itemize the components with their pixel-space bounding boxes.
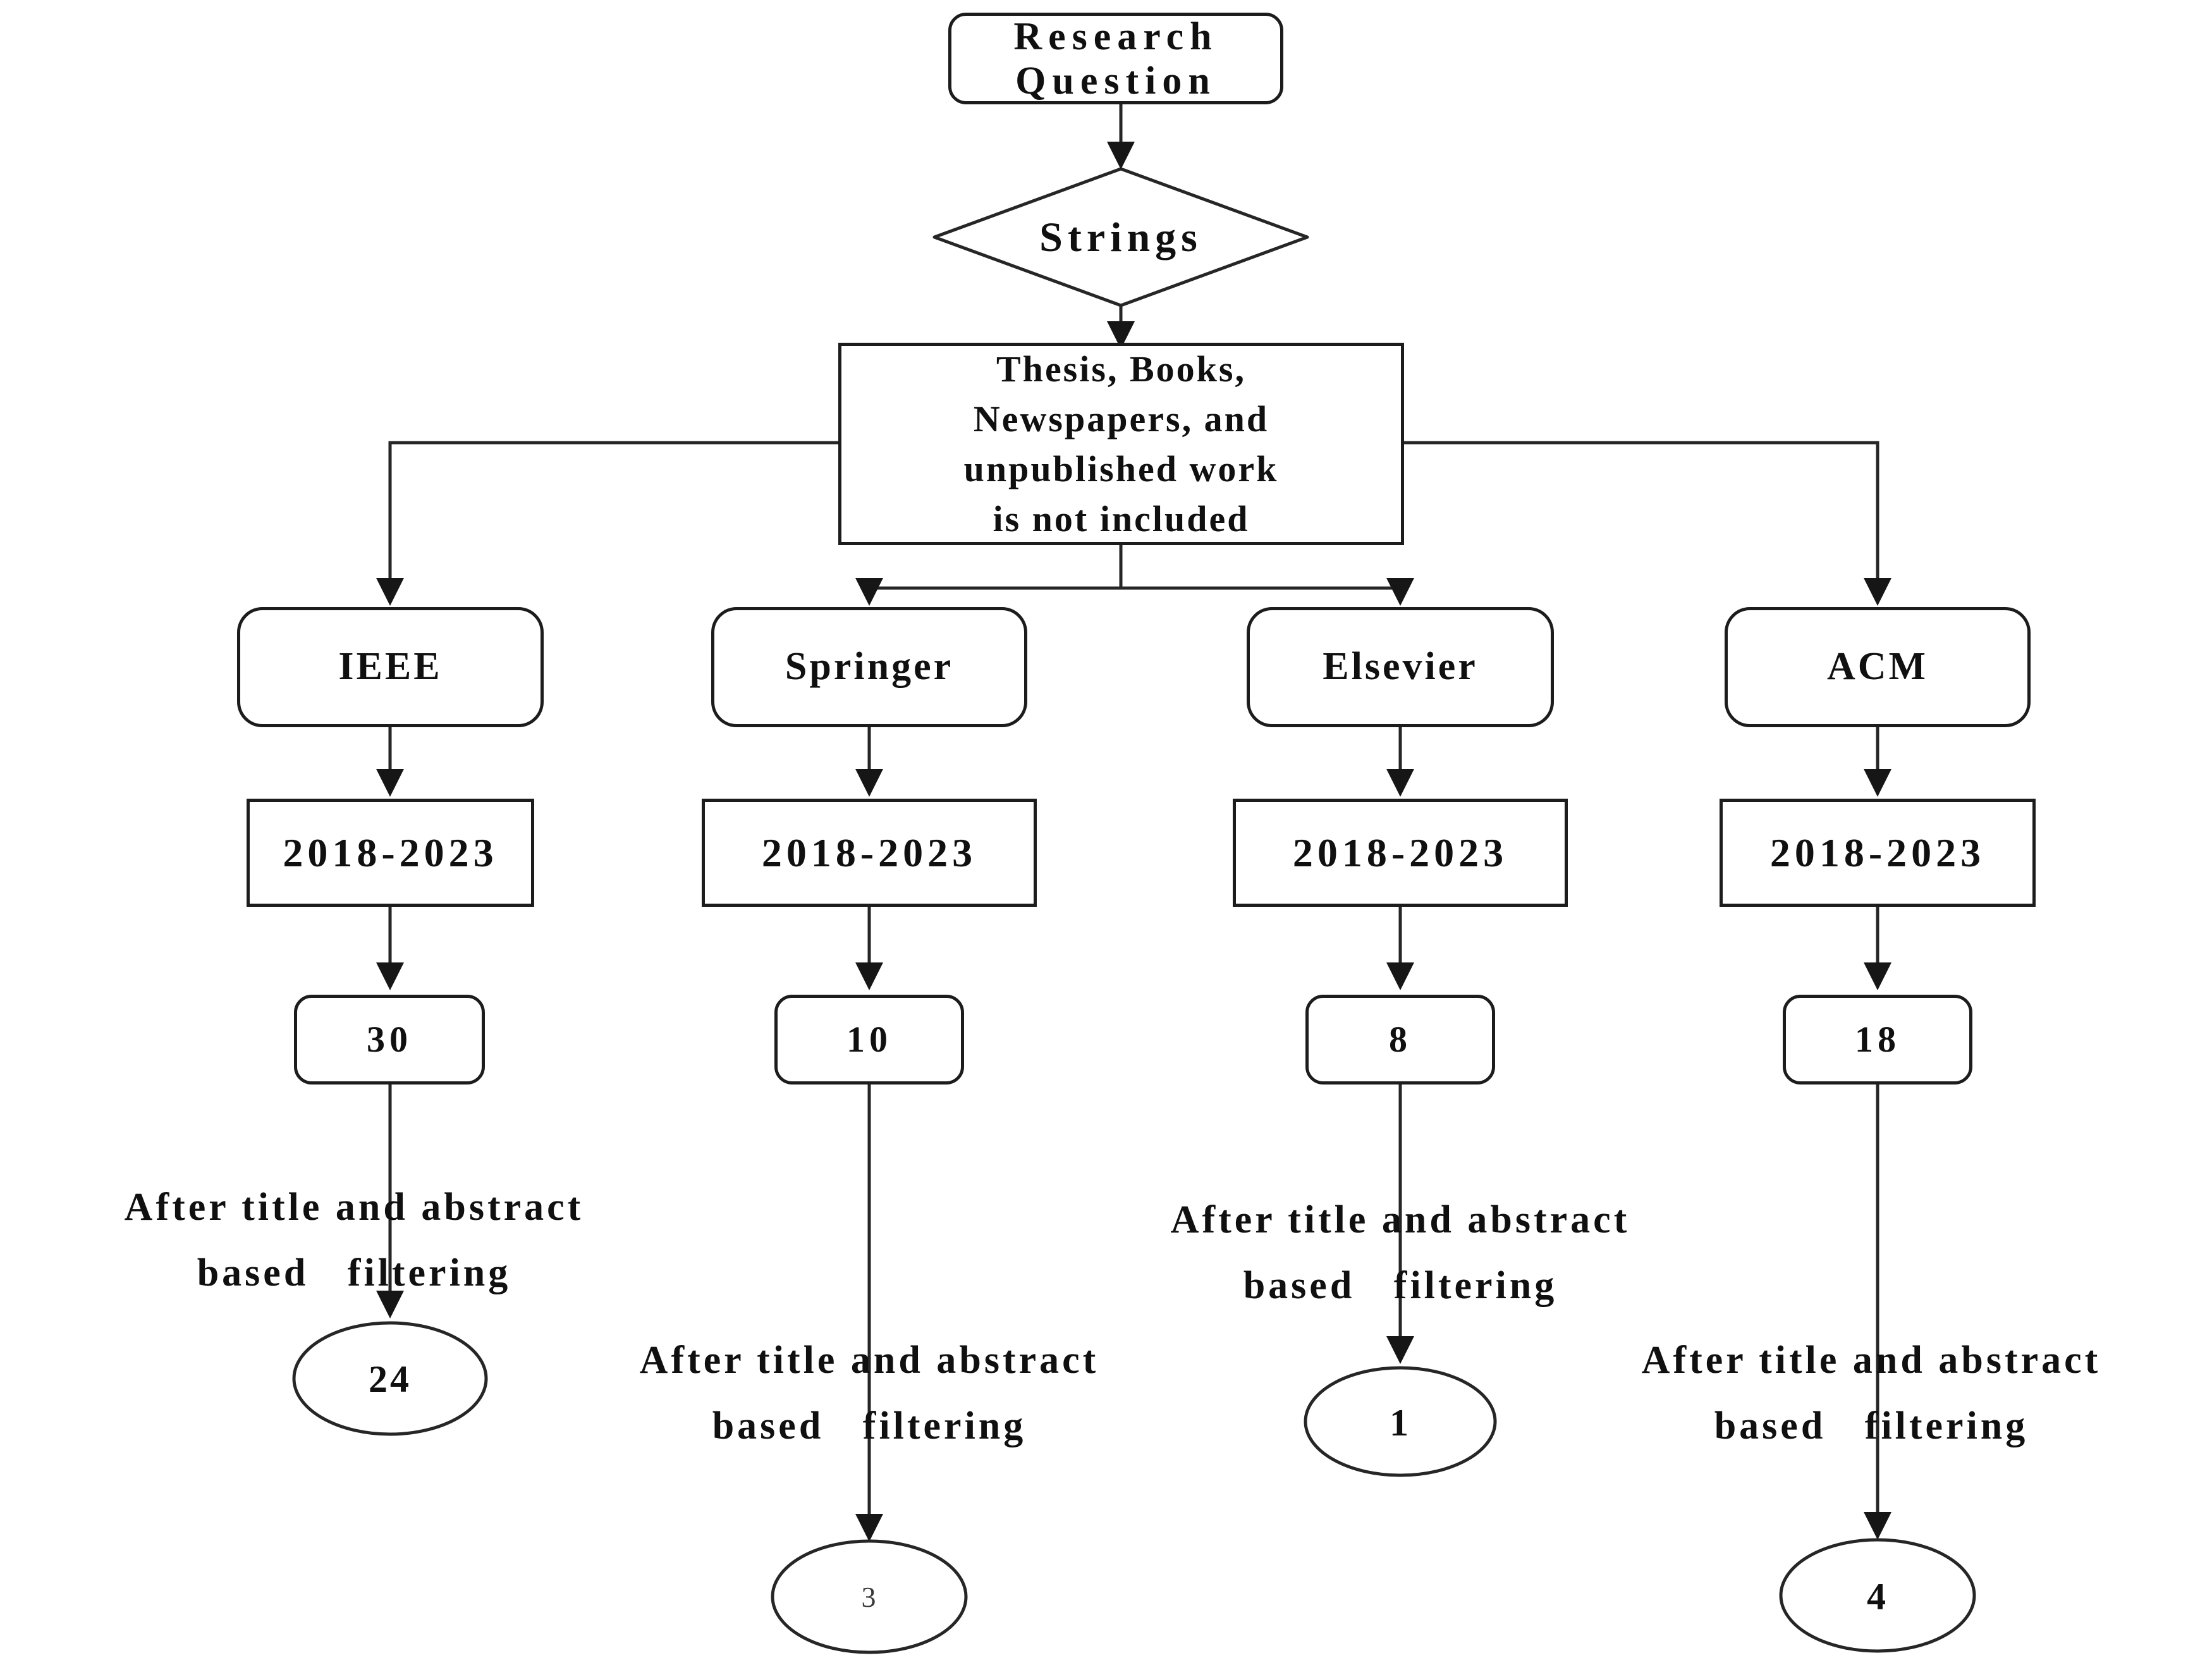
strings-diamond-label: Strings <box>1039 214 1202 261</box>
result-count-springer: 3 <box>861 1580 877 1613</box>
year-box-acm: 2018-2023 <box>1720 799 2036 907</box>
strings-diamond-shape <box>932 167 1309 307</box>
count-box-elsevier: 8 <box>1305 995 1495 1084</box>
filter-note-elsevier: After title and abstract based filtering <box>1170 1198 1630 1307</box>
arrow-elsevier-to-year-head <box>1386 769 1414 797</box>
year-box-elsevier: 2018-2023 <box>1233 799 1568 907</box>
arrow-rq-to-strings-head <box>1107 142 1135 169</box>
source-box-acm: ACM <box>1725 607 2031 727</box>
year-box-ieee: 2018-2023 <box>247 799 534 907</box>
source-box-elsevier: Elsevier <box>1247 607 1554 727</box>
arrow-springer-to-year-head <box>855 769 883 797</box>
source-box-springer: Springer <box>711 607 1027 727</box>
arrow-springer-to-result-head <box>855 1514 883 1542</box>
arrow-ieee-branch-head <box>376 578 404 606</box>
count-box-acm: 18 <box>1783 995 1972 1084</box>
year-box-springer: 2018-2023 <box>702 799 1037 907</box>
result-count-elsevier: 1 <box>1390 1401 1411 1444</box>
branch-left-to-ieee-line <box>388 441 838 579</box>
source-box-ieee: IEEE <box>237 607 544 727</box>
arrow-acm-to-year-head <box>1864 769 1891 797</box>
elsevier-result-circle <box>1304 1366 1497 1477</box>
arrow-ieee-year-to-count-head <box>376 962 404 990</box>
arrow-ieee-to-result-head <box>376 1291 404 1318</box>
filter-note-springer: After title and abstract based filtering <box>639 1339 1099 1447</box>
arrow-springer-year-to-count-head <box>855 962 883 990</box>
acm-result-circle <box>1779 1538 1976 1653</box>
exclusion-criteria-box: Thesis, Books, Newspapers, and unpublish… <box>838 343 1404 545</box>
filter-note-acm: After title and abstract based filtering <box>1641 1339 2101 1447</box>
arrow-elsevier-branch-head <box>1386 578 1414 606</box>
ieee-result-circle <box>292 1321 488 1436</box>
arrow-acm-year-to-count-head <box>1864 962 1891 990</box>
springer-result-circle <box>771 1539 968 1654</box>
arrow-acm-branch-head <box>1864 578 1891 606</box>
research-question-box: Research Question <box>948 13 1283 104</box>
arrow-springer-branch-head <box>855 578 883 606</box>
filter-note-ieee: After title and abstract based filtering <box>124 1186 584 1294</box>
arrow-acm-to-result-head <box>1864 1512 1891 1540</box>
arrow-elsevier-year-to-count-head <box>1386 962 1414 990</box>
arrow-ieee-to-year-head <box>376 769 404 797</box>
result-count-ieee: 24 <box>369 1358 412 1400</box>
arrow-strings-to-exclusion-head <box>1107 321 1135 349</box>
arrow-elsevier-to-result-head <box>1386 1336 1414 1364</box>
count-box-ieee: 30 <box>294 995 485 1084</box>
result-count-acm: 4 <box>1867 1575 1888 1618</box>
branch-right-to-acm-line <box>1404 441 1879 579</box>
count-box-springer: 10 <box>774 995 964 1084</box>
